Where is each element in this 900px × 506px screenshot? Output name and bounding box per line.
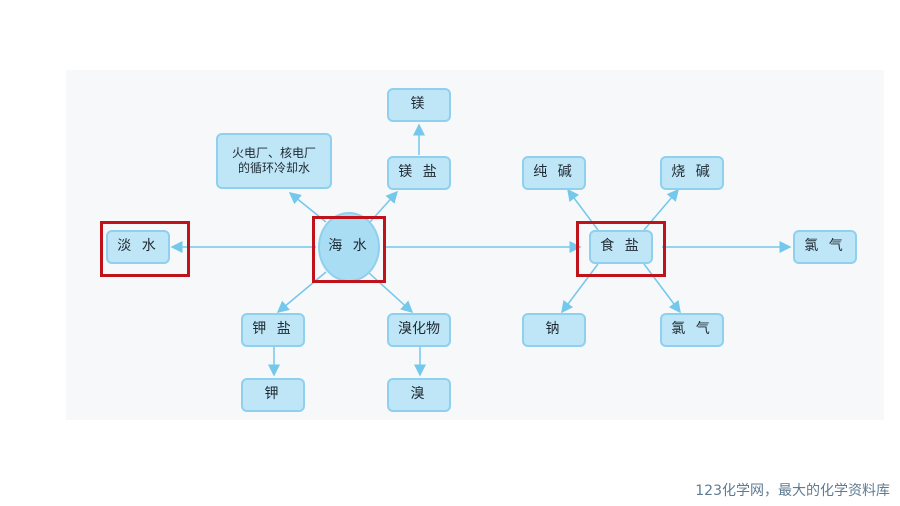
node-salt: 食 盐	[589, 230, 653, 264]
node-cooling-water: 火电厂、核电厂 的循环冷却水	[216, 133, 332, 189]
node-chlorine-lower: 氯 气	[660, 313, 724, 347]
highlight-seawater	[312, 216, 386, 283]
node-caustic-soda: 烧 碱	[660, 156, 724, 190]
highlight-freshwater	[100, 221, 190, 277]
node-soda-ash: 纯 碱	[522, 156, 586, 190]
footer-watermark: 123化学网，最大的化学资料库	[695, 483, 890, 499]
node-mg-salt: 镁 盐	[387, 156, 451, 190]
node-mg: 镁	[387, 88, 451, 122]
arrow-seawater-ksalt	[276, 271, 327, 313]
arrow-seawater-bromide	[367, 271, 414, 314]
arrow-salt-chlorine-lower	[643, 263, 681, 314]
node-bromide: 溴化物	[387, 313, 451, 347]
node-chlorine-right: 氯 气	[793, 230, 857, 264]
node-sodium: 钠	[522, 313, 586, 347]
node-br: 溴	[387, 378, 451, 412]
node-k-salt: 钾 盐	[241, 313, 305, 347]
highlight-salt	[576, 221, 666, 277]
node-k: 钾	[241, 378, 305, 412]
node-seawater: 海 水	[318, 212, 380, 282]
node-freshwater: 淡 水	[106, 230, 170, 264]
diagram-panel	[66, 70, 884, 420]
arrow-salt-sodium	[561, 263, 599, 314]
